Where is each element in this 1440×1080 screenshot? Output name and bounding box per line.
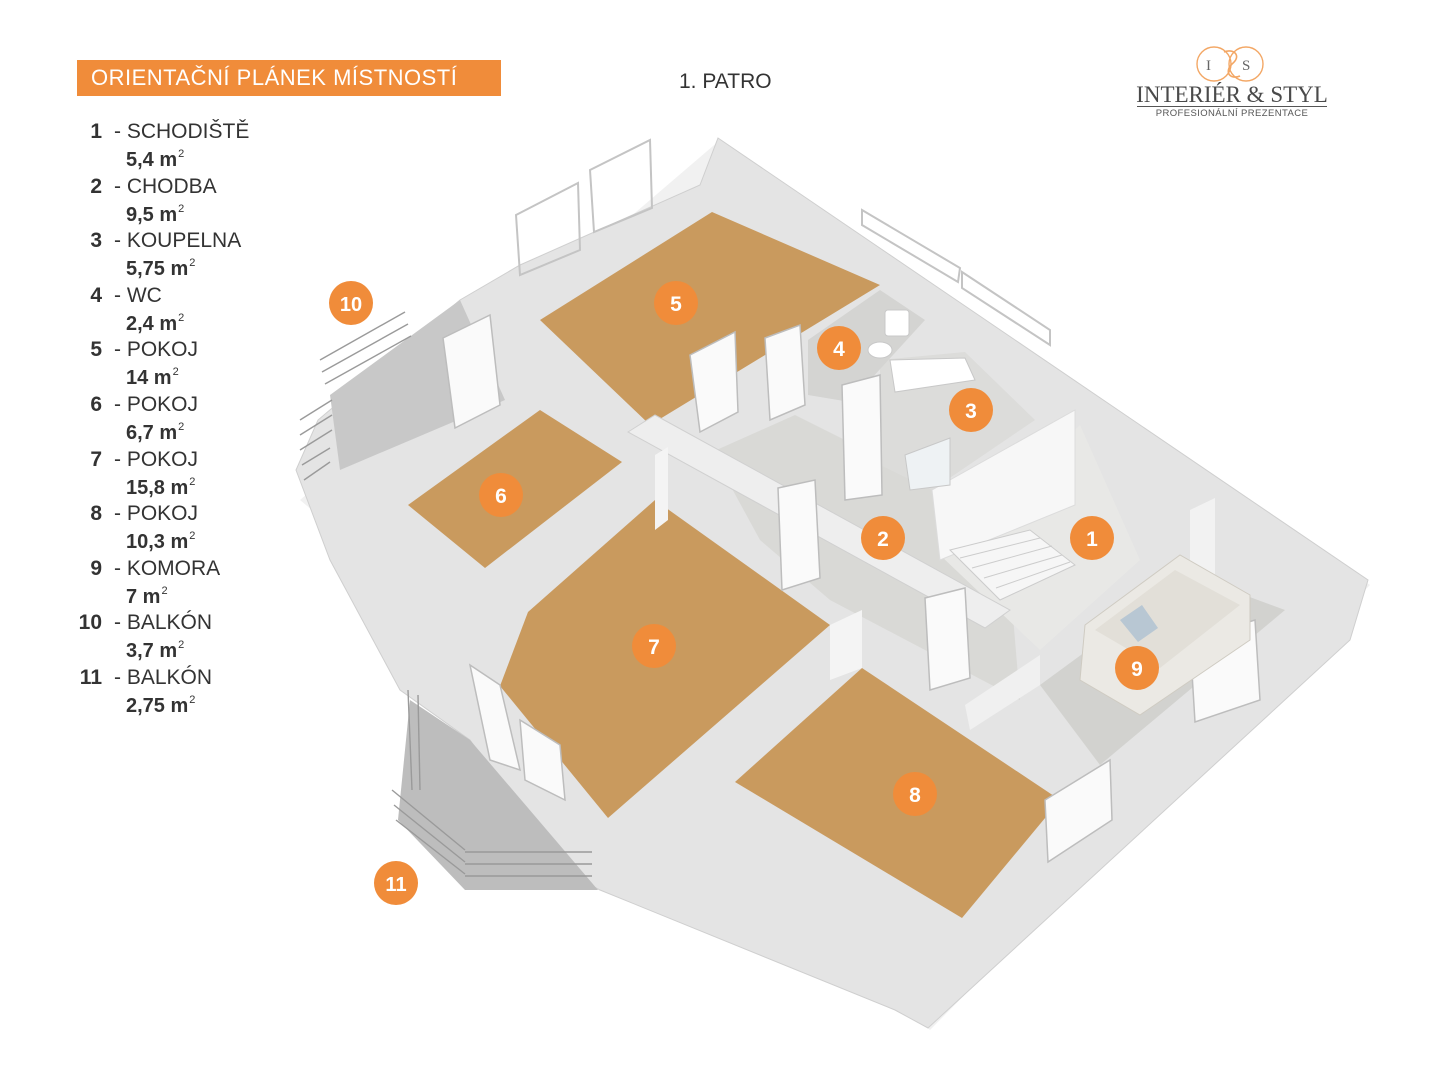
- legend-room-area: 7 m2: [126, 584, 168, 608]
- legend-room-area: 9,5 m2: [126, 202, 185, 226]
- room-marker-8: 8: [893, 772, 937, 816]
- balcony-railing: [391, 689, 592, 877]
- legend-item: 11 - BALKÓN 2,75 m2: [70, 664, 310, 719]
- legend-item: 9 - KOMORA 7 m2: [70, 555, 310, 610]
- legend-room-area: 2,4 m2: [126, 311, 185, 335]
- title-banner: ORIENTAČNÍ PLÁNEK MÍSTNOSTÍ: [77, 60, 501, 96]
- room-marker-3: 3: [949, 388, 993, 432]
- legend-room-area: 5,75 m2: [126, 257, 196, 281]
- bathroom-fixtures: [867, 309, 976, 491]
- monogram-icon: I S: [1196, 46, 1264, 82]
- legend-number: 11: [79, 665, 102, 689]
- room-5-floor: [540, 212, 880, 425]
- windows: [514, 138, 1051, 347]
- legend-room-name: - SCHODIŠTĚ: [114, 120, 250, 143]
- room-marker-6: 6: [479, 473, 523, 517]
- legend-room-area: 3,7 m2: [126, 639, 185, 663]
- interior-wall: [931, 409, 1076, 561]
- svg-text:2: 2: [877, 528, 889, 551]
- floor-label: 1. PATRO: [679, 70, 772, 93]
- legend-number: 4: [90, 283, 102, 307]
- interior-wall: [830, 610, 862, 680]
- legend-room-name: - KOMORA: [114, 556, 221, 580]
- room-legend: 1 - SCHODIŠTĚ 5,4 m2 2 - CHODBA 9,5 m2 3…: [70, 118, 310, 719]
- legend-item: 5 - POKOJ 14 m2: [70, 336, 310, 391]
- legend-number: 2: [90, 174, 102, 198]
- legend-item: 1 - SCHODIŠTĚ 5,4 m2: [70, 118, 310, 173]
- legend-item: 3 - KOUPELNA 5,75 m2: [70, 227, 310, 282]
- svg-text:4: 4: [833, 338, 845, 361]
- room-marker-7: 7: [632, 624, 676, 668]
- room-marker-4: 4: [817, 326, 861, 370]
- legend-room-name: - CHODBA: [114, 174, 217, 198]
- legend-room-name: - WC: [114, 283, 162, 307]
- legend-number: 6: [90, 392, 102, 416]
- interior-wall: [655, 447, 668, 530]
- legend-room-area: 6,7 m2: [126, 420, 185, 444]
- staircase: [949, 529, 1076, 601]
- legend-room-name: - POKOJ: [114, 447, 199, 471]
- legend-room-name: - BALKÓN: [114, 611, 213, 635]
- legend-room-name: - POKOJ: [114, 392, 199, 416]
- svg-text:7: 7: [648, 636, 660, 659]
- brand-name: INTERIÉR & STYL: [1136, 82, 1328, 107]
- legend-item: 7 - POKOJ 15,8 m2: [70, 446, 310, 501]
- legend-room-area: 2,75 m2: [126, 693, 196, 717]
- legend-number: 9: [90, 556, 102, 580]
- room-marker-11: 11: [374, 861, 418, 905]
- legend-number: 5: [90, 338, 102, 362]
- svg-text:5: 5: [670, 293, 682, 316]
- room-11-floor: [398, 700, 598, 890]
- legend-number: 7: [90, 447, 102, 471]
- legend-item: 6 - POKOJ 6,7 m2: [70, 391, 310, 446]
- legend-room-area: 5,4 m2: [126, 148, 185, 171]
- room-marker-5: 5: [654, 281, 698, 325]
- legend-item: 2 - CHODBA 9,5 m2: [70, 173, 310, 228]
- svg-text:S: S: [1242, 58, 1250, 74]
- legend-room-name: - KOUPELNA: [114, 229, 242, 253]
- legend-room-name: - BALKÓN: [114, 665, 213, 689]
- legend-room-area: 14 m2: [126, 366, 179, 390]
- legend-room-name: - POKOJ: [114, 338, 199, 362]
- brand-tagline: PROFESIONÁLNÍ PREZENTACE: [1155, 108, 1309, 119]
- legend-number: 8: [90, 502, 102, 526]
- room-marker-10: 10: [329, 281, 373, 325]
- svg-text:6: 6: [495, 485, 507, 508]
- plan-title: ORIENTAČNÍ PLÁNEK MÍSTNOSTÍ: [91, 65, 458, 90]
- legend-number: 1: [90, 120, 102, 143]
- legend-item: 8 - POKOJ 10,3 m2: [70, 500, 310, 555]
- room-marker-9: 9: [1115, 646, 1159, 690]
- svg-text:I: I: [1206, 58, 1211, 74]
- room-marker-1: 1: [1070, 516, 1114, 560]
- svg-text:8: 8: [909, 784, 921, 807]
- svg-text:10: 10: [340, 294, 362, 316]
- legend-item: 10 - BALKÓN 3,7 m2: [70, 609, 310, 664]
- svg-text:1: 1: [1086, 528, 1098, 551]
- room-markers: 1 2 3 4 5 6 7 8 9 10 11: [329, 281, 1159, 905]
- interior-wall: [627, 414, 1011, 629]
- room-marker-2: 2: [861, 516, 905, 560]
- svg-text:9: 9: [1131, 658, 1143, 681]
- legend-number: 3: [90, 229, 102, 253]
- brand-logo: I S INTERIÉR & STYL PROFESIONÁLNÍ PREZEN…: [1132, 40, 1332, 122]
- legend-room-area: 10,3 m2: [126, 530, 196, 554]
- legend-room-name: - POKOJ: [114, 502, 199, 526]
- interior-wall: [965, 655, 1040, 730]
- legend-number: 10: [78, 611, 102, 635]
- doors: [442, 313, 1261, 864]
- legend-room-area: 15,8 m2: [126, 475, 196, 499]
- legend-item: 4 - WC 2,4 m2: [70, 282, 310, 337]
- svg-text:3: 3: [965, 400, 977, 423]
- balcony-railing: [299, 311, 412, 481]
- svg-text:11: 11: [385, 874, 406, 896]
